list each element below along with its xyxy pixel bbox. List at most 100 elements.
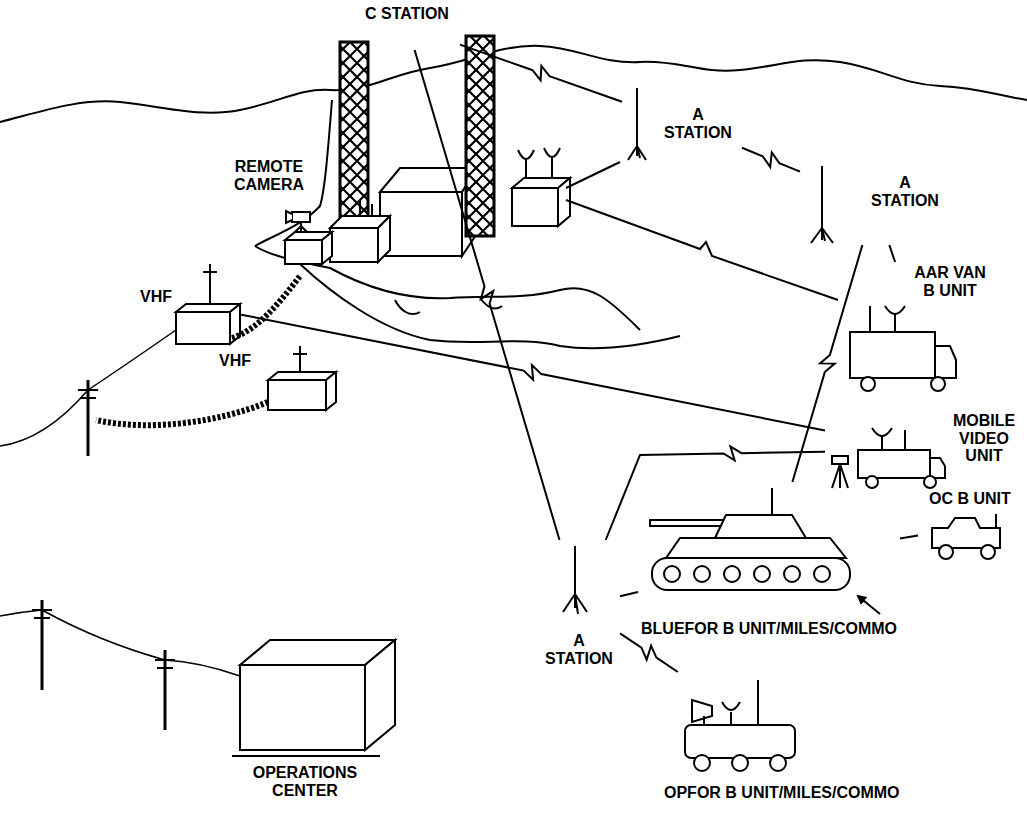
- building-side: [326, 372, 336, 410]
- whip-antenna: [771, 488, 773, 515]
- wheel: [770, 755, 786, 771]
- oc-jeep: [932, 514, 1000, 559]
- radio-link: [792, 245, 862, 482]
- wheel: [866, 476, 878, 488]
- node-label: MOBILE VIDEO UNIT: [947, 412, 1021, 465]
- van-cab: [935, 346, 956, 378]
- radio-link: [620, 592, 638, 596]
- node-label: A STATION: [540, 632, 618, 667]
- dish-antenna: [722, 702, 740, 710]
- whip-antenna: [869, 306, 871, 332]
- antenna-mast: [371, 204, 373, 216]
- dish-pole: [551, 158, 553, 178]
- building-roof: [268, 372, 336, 380]
- node-label: BLUEFOR B UNIT/MILES/COMMO: [640, 620, 898, 638]
- wheel: [924, 476, 936, 488]
- microwave-link: [566, 162, 620, 188]
- opfor-unit: OPFOR B UNIT/MILES/COMMO: [660, 672, 905, 812]
- mobile-video-truck: [832, 428, 945, 488]
- opfor-vehicle: [685, 680, 795, 771]
- radio-link: [889, 245, 895, 262]
- node-label: OC B UNIT: [928, 490, 1012, 508]
- building-front: [330, 228, 378, 262]
- camera-building: [285, 211, 332, 264]
- whip-antenna: [904, 430, 906, 450]
- vhf-antenna-arm: [203, 271, 217, 273]
- dish-antenna: [518, 150, 534, 159]
- building-side: [558, 178, 570, 226]
- road-wheel: [694, 566, 710, 582]
- part-label: REMOTE CAMERA: [224, 158, 314, 193]
- c-station-site: [285, 36, 570, 264]
- building-front: [285, 240, 322, 264]
- relay-station: A STATION: [538, 540, 620, 672]
- wheel: [732, 755, 748, 771]
- van-body: [850, 332, 935, 378]
- ground-line: [232, 755, 380, 757]
- loudspeaker: [692, 700, 712, 722]
- node-label: C STATION: [364, 5, 450, 23]
- vhf-antenna-arm: [293, 353, 307, 355]
- vhf-antenna: [299, 346, 301, 372]
- node-label: A STATION: [863, 174, 947, 209]
- building-side: [378, 216, 390, 262]
- operations-center-building: [232, 640, 395, 756]
- microwave-link: [566, 200, 838, 300]
- road-wheel: [784, 566, 800, 582]
- pointer-arrow: [858, 596, 880, 614]
- vhf-site: [176, 264, 336, 410]
- aar-van: [850, 306, 956, 391]
- wheel: [694, 755, 710, 771]
- road-wheel: [724, 566, 740, 582]
- camera-tripod: [832, 464, 848, 488]
- dish-pole: [730, 712, 732, 725]
- tank-turret: [715, 515, 806, 538]
- small-building: [330, 200, 390, 262]
- radio-link: [240, 314, 825, 430]
- dish-pole: [881, 436, 883, 450]
- road-wheel: [814, 566, 830, 582]
- building-front: [512, 188, 558, 226]
- dish-antenna: [885, 306, 905, 314]
- node-label: VHF: [139, 288, 173, 306]
- power-line: [0, 330, 176, 446]
- bluefor-unit: BLUEFOR B UNIT/MILES/COMMO: [638, 482, 900, 640]
- dish-antenna: [544, 148, 560, 157]
- wheel: [981, 545, 995, 559]
- wheel: [939, 545, 953, 559]
- truck-body: [858, 450, 930, 478]
- wheel: [931, 377, 945, 391]
- a-station-antenna: [563, 546, 587, 614]
- building-side: [365, 640, 395, 750]
- node-label: AAR VAN B UNIT: [907, 264, 993, 299]
- radio-link: [900, 535, 918, 538]
- vhf-station: VHF: [135, 258, 240, 350]
- wheel: [861, 377, 875, 391]
- vehicle-body: [685, 725, 795, 758]
- hill-rim-detail: [395, 298, 502, 314]
- vhf-antenna: [209, 264, 211, 304]
- camera-tripod: [295, 222, 307, 232]
- speaker-stand: [703, 716, 705, 725]
- building-front: [240, 665, 365, 750]
- radio-link: [606, 446, 825, 540]
- radio-link: [460, 45, 622, 102]
- whip-antenna: [995, 514, 997, 528]
- antenna-mast: [359, 200, 361, 216]
- tower-ground: [466, 36, 494, 236]
- lattice-tower: [466, 36, 494, 236]
- aar-van-unit: AAR VAN B UNIT: [840, 262, 995, 395]
- building-front: [380, 192, 462, 256]
- relay-station: A STATION: [800, 160, 950, 245]
- radio-link: [620, 633, 678, 672]
- radio-link: [742, 148, 800, 172]
- building-front: [268, 380, 326, 410]
- relay-antennas: [563, 88, 833, 614]
- dish-pole: [894, 314, 896, 332]
- coiled-cable: [96, 402, 268, 425]
- whip-antenna: [757, 680, 759, 725]
- power-line: [0, 610, 240, 676]
